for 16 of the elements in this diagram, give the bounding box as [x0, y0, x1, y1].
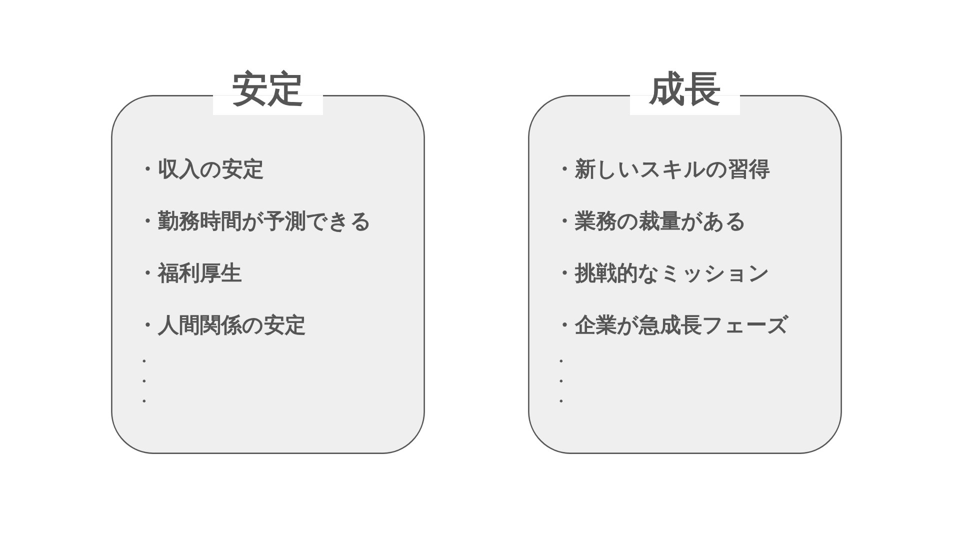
list-item: ・業務の裁量がある [554, 208, 747, 234]
list-item: ・新しいスキルの習得 [554, 156, 770, 182]
list-item: ・収入の安定 [137, 156, 264, 182]
list-item: ・勤務時間が予測できる [137, 208, 372, 234]
bullet-mark: ・ [554, 394, 568, 410]
bullet-mark: ・ [554, 354, 568, 370]
list-item: ・企業が急成長フェーズ [554, 312, 789, 338]
bullet-mark: ・ [137, 374, 151, 390]
bullet-mark: ・ [137, 394, 151, 410]
list-item: ・福利厚生 [137, 260, 242, 286]
list-item: ・人間関係の安定 [137, 312, 306, 338]
card-heading: 安定 [231, 68, 305, 112]
bullet-mark: ・ [137, 354, 151, 370]
card-heading: 成長 [648, 68, 722, 112]
list-item: ・挑戦的なミッション [554, 260, 770, 286]
bullet-mark: ・ [554, 374, 568, 390]
